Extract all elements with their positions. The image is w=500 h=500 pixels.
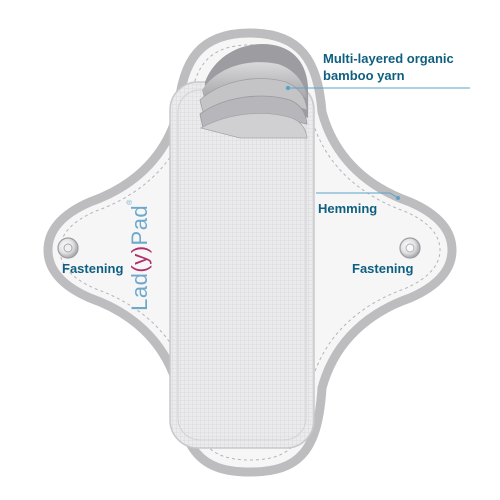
- hemming-label: Hemming: [318, 201, 378, 216]
- layers-label: Multi-layered organic bamboo yarn: [323, 50, 454, 84]
- layer-cutaway: [199, 44, 308, 139]
- logo-registered-mark: ®: [127, 199, 134, 205]
- snap-fastener-left: [57, 237, 79, 259]
- layers-label-line1: Multi-layered organic: [323, 51, 454, 66]
- logo-part3: Pad: [127, 204, 152, 246]
- logo-part1: Lad: [127, 272, 152, 311]
- fastening-right-label: Fastening: [352, 261, 414, 276]
- layers-label-line2: bamboo yarn: [323, 68, 405, 83]
- fastening-left-label: Fastening: [62, 261, 124, 276]
- ladypad-logo: Lad(y)Pad®: [127, 199, 153, 311]
- snap-fastener-right: [399, 237, 421, 259]
- logo-part2: (y): [127, 245, 152, 273]
- hem-stitching: [59, 44, 441, 461]
